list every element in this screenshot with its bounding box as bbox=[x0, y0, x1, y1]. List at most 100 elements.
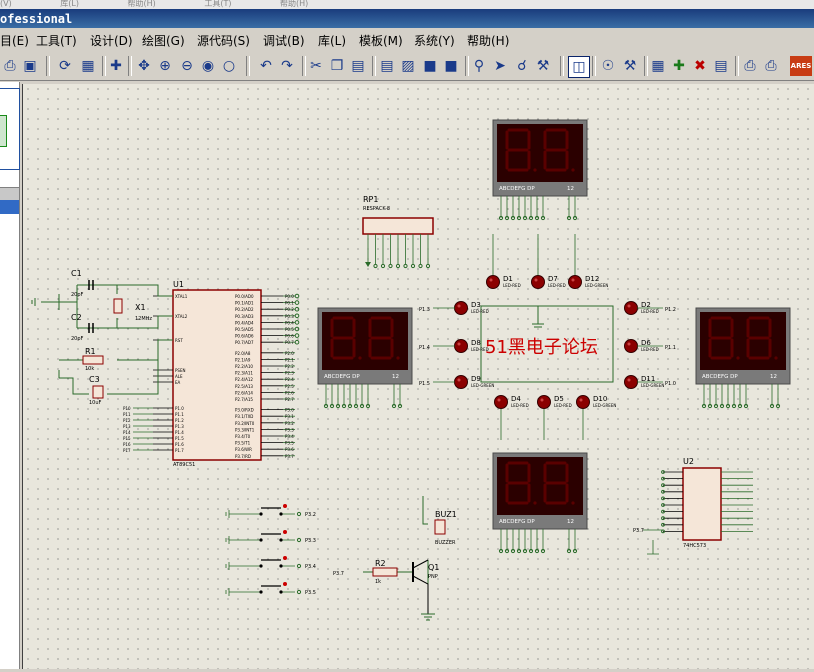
led-body bbox=[624, 301, 638, 315]
menu-tools[interactable]: 工具(T) bbox=[36, 34, 77, 48]
property-icon[interactable]: ⚒ bbox=[536, 58, 550, 74]
buzzer-body[interactable] bbox=[434, 519, 446, 535]
button-p33[interactable]: P3.3 bbox=[225, 530, 316, 544]
wire-autorouter-icon[interactable]: ➤ bbox=[494, 58, 506, 74]
display-digit bbox=[543, 128, 575, 172]
mcu-pin-net: P3.6 bbox=[285, 447, 294, 452]
mcu-pin-net: P0.5 bbox=[285, 327, 294, 332]
r2-body[interactable] bbox=[372, 567, 398, 577]
block-copy-icon[interactable]: ▤ bbox=[380, 58, 394, 74]
copy-icon[interactable]: ❐ bbox=[330, 58, 344, 74]
tools-icon[interactable]: ⚒ bbox=[623, 58, 637, 74]
mcu-u1[interactable]: U1 AT89C51 XTAL1XTAL2RSTPSENALEEAP1.0P10… bbox=[123, 280, 300, 468]
cut-icon[interactable]: ✂ bbox=[310, 58, 322, 74]
zoom-all-icon[interactable]: ◉ bbox=[201, 58, 215, 74]
toolbar-separator bbox=[246, 56, 250, 76]
overview-window[interactable] bbox=[0, 88, 20, 170]
zoom-out-icon[interactable]: ⊖ bbox=[181, 58, 193, 74]
overview-viewport[interactable] bbox=[0, 115, 7, 147]
r1-body[interactable] bbox=[82, 355, 104, 365]
export-icon[interactable]: ⎙ bbox=[765, 58, 777, 74]
pan-icon[interactable]: ✥ bbox=[138, 58, 150, 74]
grid-icon[interactable]: ▦ bbox=[81, 58, 95, 74]
c3-body[interactable] bbox=[92, 385, 104, 399]
undo-icon[interactable]: ↶ bbox=[260, 58, 272, 74]
r1-value: 10k bbox=[85, 366, 94, 372]
export-icon[interactable]: ⎙ bbox=[744, 58, 756, 74]
add-icon[interactable]: ✚ bbox=[673, 58, 685, 74]
origin-icon[interactable]: ✚ bbox=[110, 58, 122, 74]
button-p35[interactable]: P3.5 bbox=[225, 582, 316, 596]
display-pin-dot bbox=[522, 548, 528, 554]
mcu-pin-net: P0.1 bbox=[285, 301, 294, 306]
redo-icon[interactable]: ↷ bbox=[281, 58, 293, 74]
rp1-pin-dot bbox=[425, 263, 431, 269]
menu-graph[interactable]: 绘图(G) bbox=[142, 34, 185, 48]
respack-rp1[interactable]: RP1 RESPACK-8 bbox=[362, 195, 434, 269]
led-body bbox=[537, 395, 551, 409]
menu-debug[interactable]: 调试(B) bbox=[263, 34, 305, 48]
menu-design[interactable]: 设计(D) bbox=[90, 34, 133, 48]
zoom-area-icon[interactable]: ○ bbox=[222, 58, 236, 74]
device-list-selected[interactable] bbox=[0, 200, 19, 214]
display-pin-dot bbox=[719, 403, 725, 409]
print-icon[interactable]: ⎙ bbox=[4, 58, 16, 74]
button-pin-dot bbox=[296, 537, 302, 543]
u2-pin-dot bbox=[661, 516, 665, 521]
mcu-pin-net: P3.1 bbox=[285, 414, 294, 419]
mcu-pin-net: P2.6 bbox=[285, 390, 294, 395]
r2-ref: R2 bbox=[375, 559, 386, 568]
delete-icon[interactable]: ✖ bbox=[694, 58, 706, 74]
menu-template[interactable]: 模板(M) bbox=[359, 34, 403, 48]
crystal-x1[interactable] bbox=[113, 298, 123, 314]
menu-source[interactable]: 源代码(S) bbox=[197, 34, 250, 48]
paste-icon[interactable]: ▤ bbox=[351, 58, 365, 74]
button-p32[interactable]: P3.2 bbox=[225, 504, 316, 518]
latch-u2[interactable]: U2 74HC573 P3.7 bbox=[633, 457, 753, 555]
net-label: P1.0 bbox=[665, 381, 676, 387]
led-body bbox=[568, 275, 582, 289]
menu-edit[interactable]: 目(E) bbox=[0, 34, 29, 48]
refresh-icon[interactable]: ⟳ bbox=[59, 58, 71, 74]
report-icon[interactable]: ▤ bbox=[714, 58, 728, 74]
block-rotate-icon[interactable]: ■ bbox=[423, 58, 437, 74]
menu-library[interactable]: 库(L) bbox=[318, 34, 347, 48]
xtal-wire bbox=[117, 284, 173, 329]
block-delete-icon[interactable]: ■ bbox=[444, 58, 458, 74]
search-icon[interactable]: ☌ bbox=[517, 58, 527, 74]
package-icon[interactable]: ▦ bbox=[651, 58, 665, 74]
netlist-icon[interactable]: ◫ bbox=[568, 56, 590, 78]
block-move-icon[interactable]: ▨ bbox=[401, 58, 415, 74]
mcu-pin-label: P2.3/A11 bbox=[235, 371, 253, 376]
pick-icon[interactable]: ⚲ bbox=[473, 58, 485, 74]
binoculars-icon[interactable]: ☉ bbox=[601, 58, 615, 74]
zoom-in-icon[interactable]: ⊕ bbox=[159, 58, 171, 74]
ghost-menu-item: 工具(T) bbox=[204, 0, 232, 8]
menu-help[interactable]: 帮助(H) bbox=[467, 34, 510, 48]
display-dp bbox=[533, 168, 537, 172]
menu-system[interactable]: 系统(Y) bbox=[414, 34, 455, 48]
button-net-label: P3.3 bbox=[305, 538, 316, 544]
display-pin-dot bbox=[713, 403, 719, 409]
u2-pin-dot bbox=[661, 509, 665, 514]
button-p34[interactable]: P3.4 bbox=[225, 556, 316, 570]
page-icon[interactable]: ▣ bbox=[23, 58, 37, 74]
display-dp bbox=[533, 501, 537, 505]
ares-icon[interactable]: ARES bbox=[790, 56, 812, 76]
